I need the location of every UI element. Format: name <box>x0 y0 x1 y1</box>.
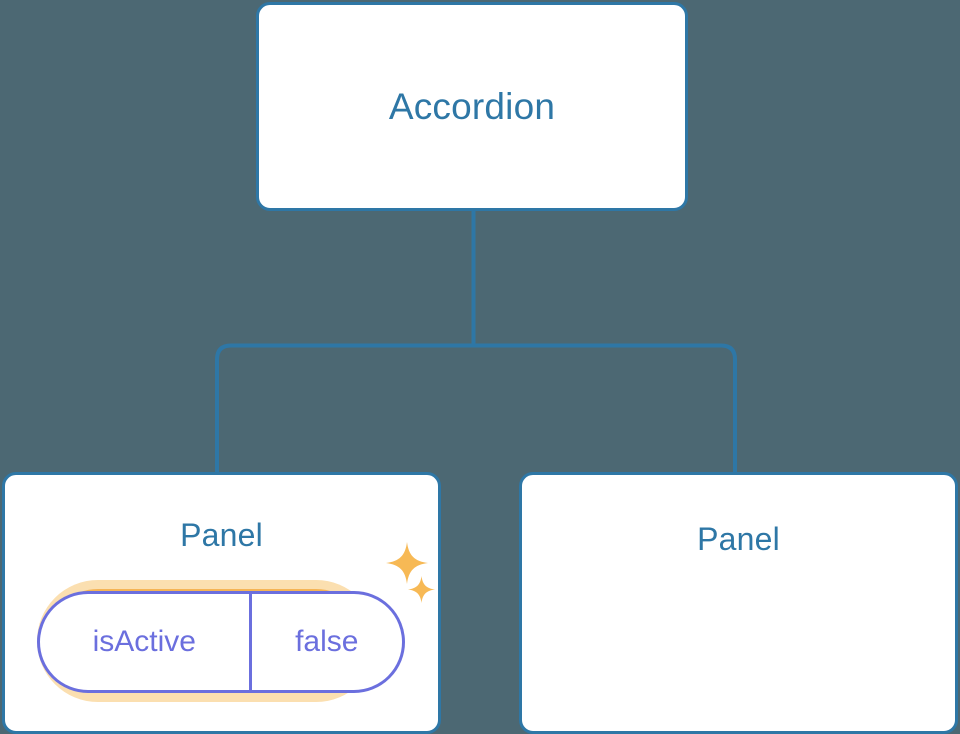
prop-pill-inactive[interactable]: isActive false <box>37 591 405 693</box>
node-panel-active-title: Panel <box>180 517 263 553</box>
node-accordion[interactable]: Accordion <box>256 2 688 211</box>
edge-branch-right <box>473 343 737 472</box>
prop-value-false: false <box>295 625 359 658</box>
edge-branch-left <box>215 343 474 472</box>
prop-key-isactive: isActive <box>40 594 252 690</box>
node-panel-inactive[interactable]: Panel <box>519 472 958 734</box>
node-accordion-title: Accordion <box>388 86 556 127</box>
node-panel-inactive-title: Panel <box>697 521 780 557</box>
prop-pill-inactive-wrap: isActive false <box>37 591 405 693</box>
